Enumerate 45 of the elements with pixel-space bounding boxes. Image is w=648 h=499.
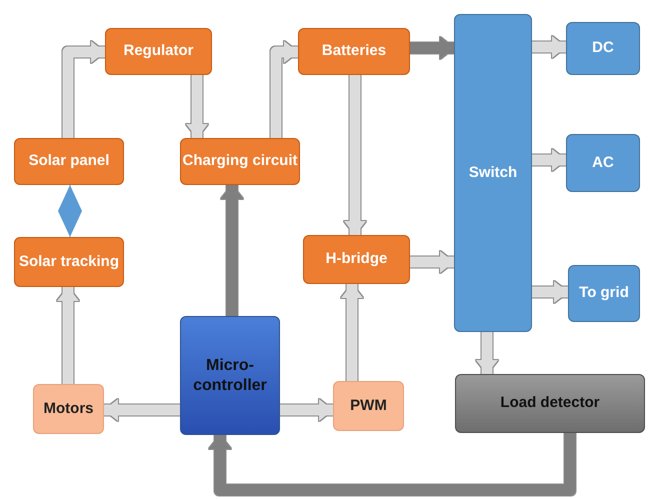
arrow: [410, 37, 454, 59]
node-label: Batteries: [322, 42, 386, 61]
node-label: To grid: [579, 284, 629, 303]
output-box: [566, 134, 640, 192]
process-box: [14, 237, 124, 287]
node-label: Motors: [44, 400, 94, 418]
node-label: Regulator: [123, 42, 194, 61]
arrow: [532, 281, 568, 303]
process-box: [33, 384, 104, 434]
node-label: H-bridge: [326, 250, 388, 269]
node-label: AC: [592, 154, 614, 172]
output-box: [566, 22, 640, 75]
arrow: [62, 41, 105, 138]
node-label: Micro- controller: [192, 356, 268, 396]
controller-box: [180, 316, 280, 435]
output-box: [454, 14, 532, 332]
arrow: [186, 75, 208, 138]
arrow: [270, 41, 298, 138]
process-box: [298, 28, 410, 75]
arrow: [476, 332, 498, 374]
node-label: DC: [592, 39, 614, 58]
process-box: [333, 381, 404, 431]
arrow: [58, 184, 82, 238]
arrow: [57, 287, 79, 384]
node-label: Switch: [468, 164, 518, 182]
arrow: [280, 399, 333, 421]
arrow: [104, 399, 180, 421]
process-box: [303, 235, 410, 284]
arrow: [532, 36, 566, 58]
arrow: [344, 75, 366, 235]
node-label: Solar panel: [28, 152, 110, 171]
process-box: [14, 138, 124, 185]
node-label: PWM: [350, 396, 387, 416]
node-label: Charging circuit: [182, 152, 298, 171]
arrow: [221, 185, 243, 316]
node-label: Solar tracking: [18, 252, 120, 272]
arrow: [410, 251, 454, 273]
output-box: [568, 265, 640, 322]
node-label: Load detector: [500, 394, 600, 413]
detector-box: [455, 374, 645, 433]
arrow: [209, 433, 576, 496]
arrow: [341, 284, 363, 381]
arrow: [532, 149, 566, 171]
process-box: [105, 28, 212, 75]
process-box: [180, 138, 300, 185]
